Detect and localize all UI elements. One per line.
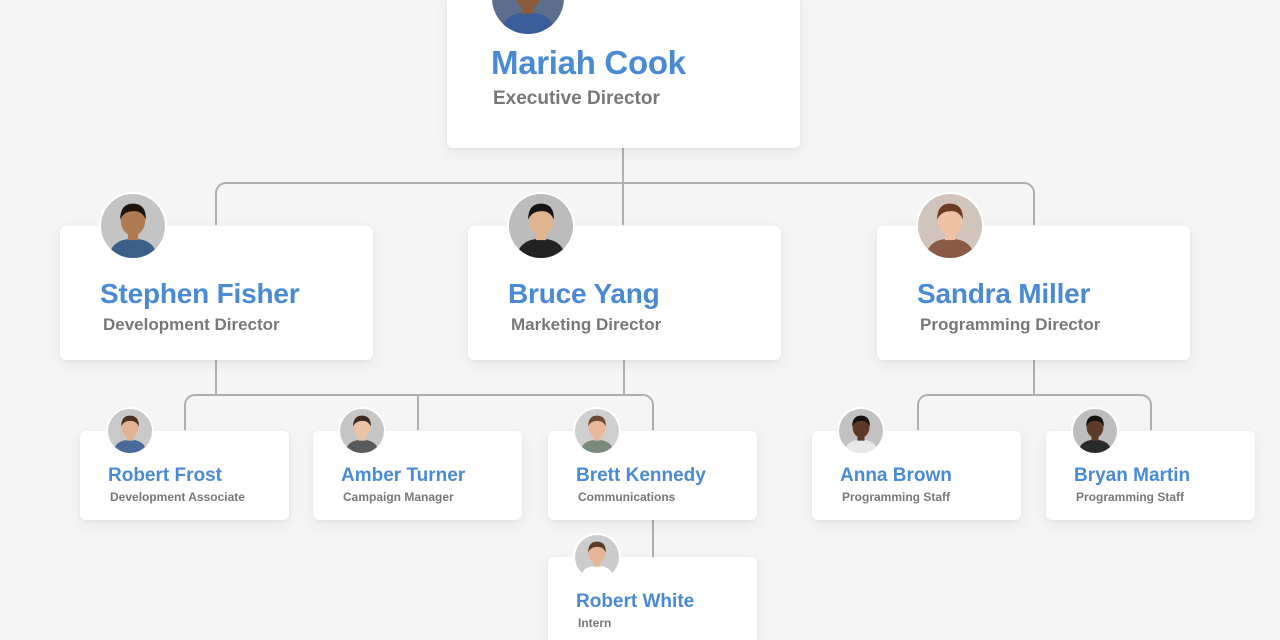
person-card-mariah-cook[interactable]: Mariah Cook Executive Director [447,0,800,148]
person-name: Mariah Cook [491,44,686,81]
person-photo-icon [575,535,619,579]
person-role: Communications [578,490,676,504]
person-name: Robert Frost [108,465,222,486]
person-photo-icon [1073,409,1117,453]
person-role: Campaign Manager [343,490,454,504]
person-card-robert-frost[interactable]: Robert Frost Development Associate [80,431,289,520]
person-photo-icon [575,409,619,453]
person-photo-icon [839,409,883,453]
person-name: Robert White [576,591,695,612]
person-role: Marketing Director [511,315,662,334]
person-name: Amber Turner [341,465,466,486]
person-card-sandra-miller[interactable]: Sandra Miller Programming Director [877,226,1190,360]
person-card-bruce-yang[interactable]: Bruce Yang Marketing Director [468,226,781,360]
person-role: Programming Director [920,315,1101,334]
person-name: Bryan Martin [1074,465,1191,486]
person-role: Intern [578,616,612,630]
person-name: Sandra Miller [917,278,1091,309]
person-name: Bruce Yang [508,278,660,309]
avatar [918,194,982,258]
person-name: Anna Brown [840,465,952,486]
person-role: Development Director [103,315,280,334]
person-role: Development Associate [110,490,245,504]
person-photo-icon [101,194,165,258]
person-photo-icon [918,194,982,258]
person-name: Brett Kennedy [576,465,706,486]
person-photo-icon [108,409,152,453]
person-name: Stephen Fisher [100,278,300,309]
person-card-amber-turner[interactable]: Amber Turner Campaign Manager [313,431,522,520]
person-role: Executive Director [493,88,660,109]
avatar [575,409,619,453]
avatar [101,194,165,258]
avatar [1073,409,1117,453]
avatar [340,409,384,453]
person-photo-icon [509,194,573,258]
avatar [839,409,883,453]
person-role: Programming Staff [1076,490,1185,504]
avatar [108,409,152,453]
avatar [509,194,573,258]
person-photo-icon [340,409,384,453]
connector-line [215,182,1035,225]
person-role: Programming Staff [842,490,951,504]
avatar [575,535,619,579]
person-card-stephen-fisher[interactable]: Stephen Fisher Development Director [60,226,373,360]
